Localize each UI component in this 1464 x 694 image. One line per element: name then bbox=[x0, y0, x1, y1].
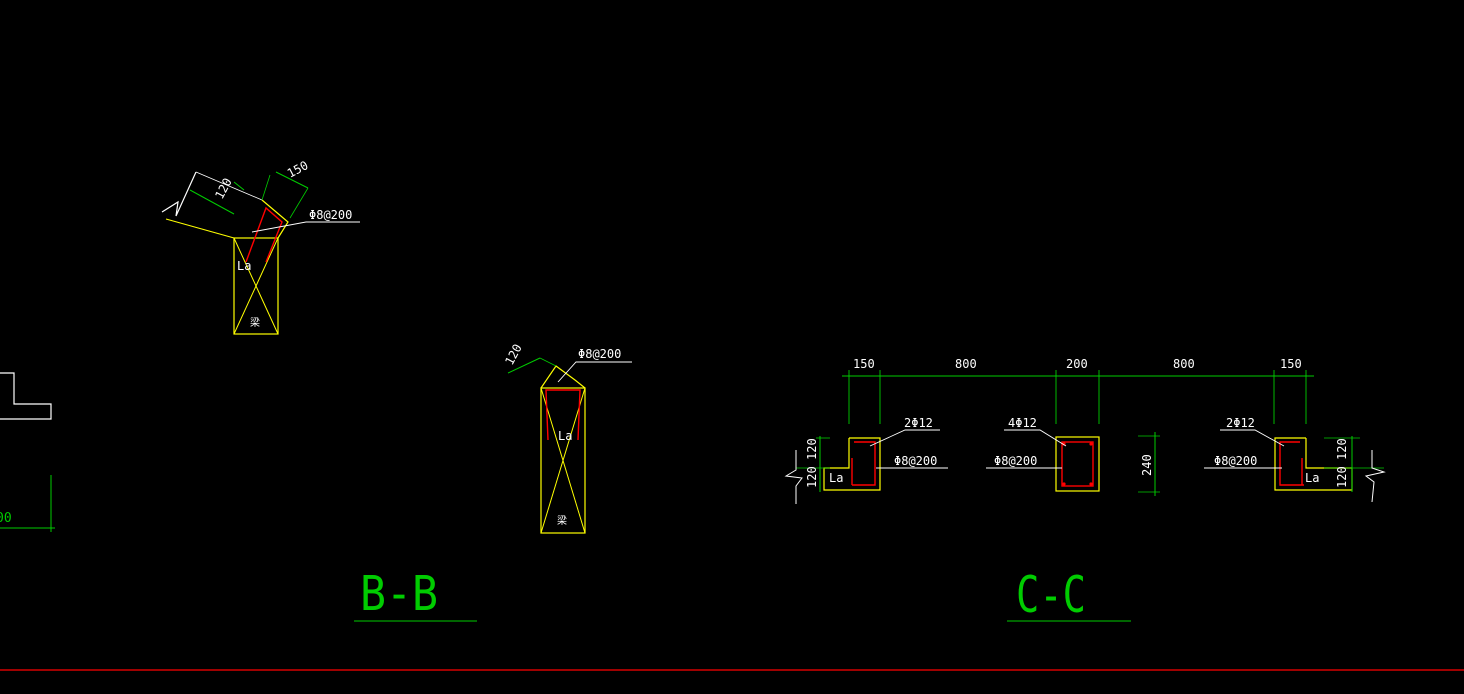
left-bar-note: 2Φ12 bbox=[904, 416, 933, 430]
left-la-label: La bbox=[829, 471, 843, 485]
top-dim-800-left: 800 bbox=[955, 357, 977, 371]
middle-column-outline bbox=[1055, 436, 1100, 492]
middle-bar-note: 4Φ12 bbox=[1008, 416, 1037, 430]
dim-150-line bbox=[275, 171, 309, 189]
beam-outline bbox=[233, 237, 279, 335]
dim-150-ext1 bbox=[261, 174, 271, 201]
section-bb-title: B-B bbox=[360, 566, 438, 622]
la-label: La bbox=[237, 259, 251, 273]
dim-120-ext bbox=[539, 357, 557, 367]
left-column-outline bbox=[823, 437, 881, 491]
section-cc: 150 800 200 800 150 120 120 2Φ12 Φ8@200 … bbox=[784, 357, 1386, 504]
section-cc-title-group: C-C bbox=[1007, 566, 1131, 624]
middle-column-stirrup bbox=[1061, 441, 1094, 487]
rebar-hook bbox=[245, 206, 283, 263]
right-break-symbol bbox=[1364, 450, 1386, 503]
beam-cross-2 bbox=[233, 237, 279, 335]
dim-150-ext2 bbox=[289, 187, 309, 219]
break-symbol bbox=[161, 171, 197, 217]
partial-dimension-text: 00 bbox=[0, 511, 12, 526]
top-dim-150-left: 150 bbox=[853, 357, 875, 371]
left-column-rebar bbox=[852, 441, 876, 486]
rebar-hook bbox=[545, 389, 581, 441]
rebar-note: Φ8@200 bbox=[578, 347, 621, 361]
right-column-rebar bbox=[1279, 441, 1304, 486]
right-dim-a: 120 bbox=[1335, 438, 1349, 460]
right-bar-note: 2Φ12 bbox=[1226, 416, 1255, 430]
beam-label: 梁 bbox=[557, 514, 567, 527]
partial-section-outline bbox=[0, 372, 52, 420]
beam-cross-2 bbox=[540, 387, 586, 534]
beam-outline bbox=[540, 387, 586, 534]
beam-label: 梁 bbox=[250, 316, 260, 329]
left-stirrup-note: Φ8@200 bbox=[894, 454, 937, 468]
right-bar-leader bbox=[1220, 429, 1285, 447]
middle-bar-leader bbox=[1004, 429, 1067, 447]
dim-120-line bbox=[189, 189, 235, 215]
la-label: La bbox=[558, 429, 572, 443]
section-bb-title-group: B-B bbox=[354, 566, 477, 622]
slab-edge bbox=[165, 218, 235, 239]
cc-left-column: 120 120 2Φ12 Φ8@200 La bbox=[784, 416, 948, 504]
left-dim-a: 120 bbox=[805, 438, 819, 460]
left-bar-leader bbox=[869, 429, 940, 447]
cc-right-column: 120 120 2Φ12 Φ8@200 La bbox=[1204, 416, 1386, 503]
right-stirrup-note: Φ8@200 bbox=[1214, 454, 1257, 468]
top-dim-800-right: 800 bbox=[1173, 357, 1195, 371]
left-edge-partial-detail: 00 bbox=[0, 372, 55, 532]
slab-end bbox=[261, 199, 289, 239]
dim-120-tick bbox=[233, 181, 245, 191]
dim-120-line bbox=[507, 357, 541, 374]
rebar-note-leader bbox=[557, 361, 632, 383]
top-dim-ext-lines bbox=[848, 370, 1307, 424]
cc-middle-column: 240 4Φ12 Φ8@200 bbox=[986, 416, 1160, 496]
left-break-symbol bbox=[784, 450, 803, 504]
right-dim-b: 120 bbox=[1335, 466, 1349, 488]
right-la-label: La bbox=[1305, 471, 1319, 485]
top-dim-200: 200 bbox=[1066, 357, 1088, 371]
left-dim-b: 120 bbox=[805, 466, 819, 488]
section-cc-title: C-C bbox=[1016, 566, 1086, 624]
top-dim-150-right: 150 bbox=[1280, 357, 1302, 371]
break-leader bbox=[195, 171, 263, 201]
middle-dim-height: 240 bbox=[1140, 454, 1154, 476]
rebar-note: Φ8@200 bbox=[309, 208, 352, 222]
middle-stirrup-note: Φ8@200 bbox=[994, 454, 1037, 468]
rebar-note-leader bbox=[251, 221, 360, 233]
